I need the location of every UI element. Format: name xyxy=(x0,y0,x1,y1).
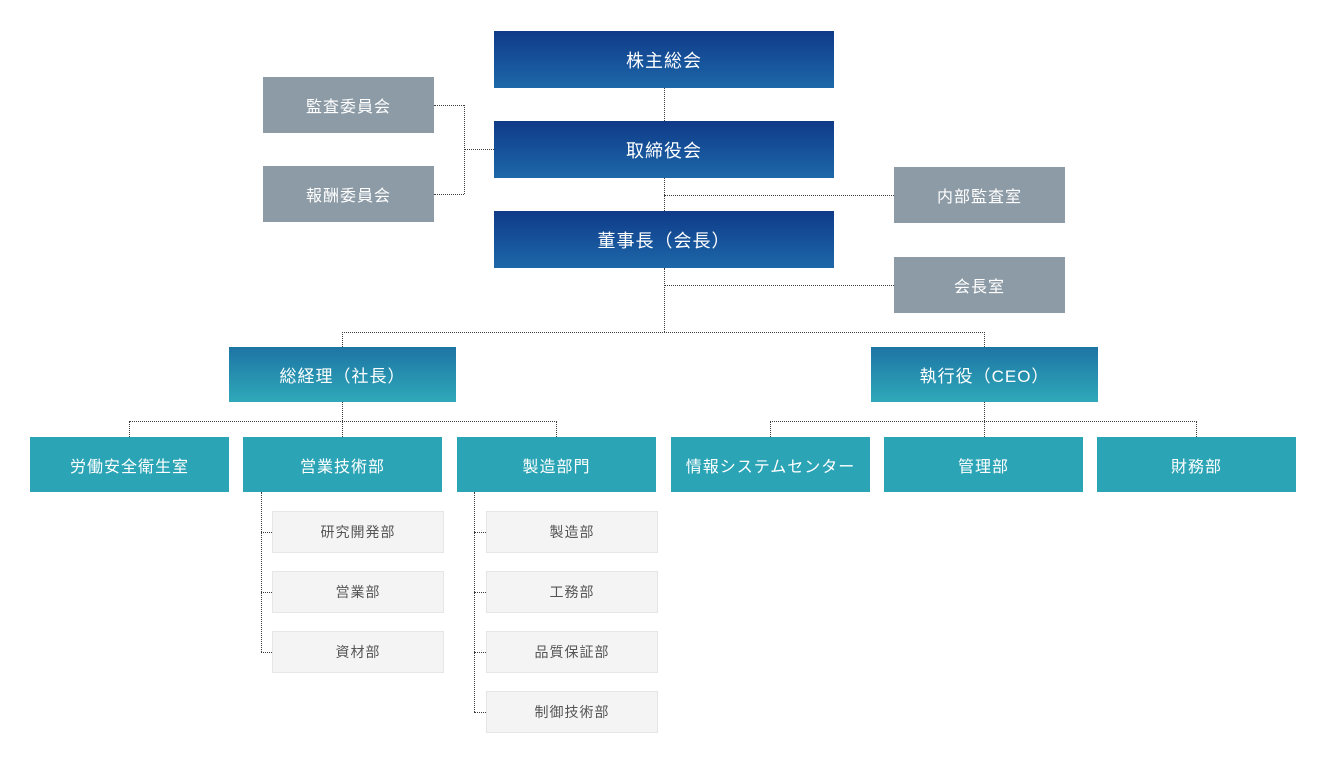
node-finance-dept: 財務部 xyxy=(1097,437,1296,492)
connector-shareholders-board xyxy=(664,88,665,121)
connector-to-info-systems xyxy=(770,421,771,437)
node-materials-dept: 資材部 xyxy=(272,631,444,673)
connector-to-safety-office xyxy=(129,421,130,437)
connector-compensation-committee-stub xyxy=(434,194,464,195)
connector-to-manufacturing-dept xyxy=(474,532,486,533)
node-safety-office: 労働安全衛生室 xyxy=(30,437,229,492)
node-president: 総経理（社長） xyxy=(229,347,456,402)
connector-chairman-down xyxy=(664,268,665,332)
node-rnd-dept: 研究開発部 xyxy=(272,511,444,553)
node-sales-dept: 営業部 xyxy=(272,571,444,613)
node-board-of-directors: 取締役会 xyxy=(494,121,834,178)
connector-audit-committee-stub xyxy=(434,105,464,106)
connector-to-quality-assurance xyxy=(474,652,486,653)
connector-to-ceo xyxy=(984,332,985,347)
node-ceo: 執行役（CEO） xyxy=(871,347,1098,402)
connector-to-admin-dept xyxy=(984,421,985,437)
node-chairman: 董事長（会長） xyxy=(494,211,834,268)
node-internal-audit-office: 内部監査室 xyxy=(894,167,1065,223)
connector-board-chairman xyxy=(664,178,665,211)
connector-to-materials xyxy=(261,652,272,653)
connector-committees-to-board xyxy=(464,149,494,150)
connector-to-finance-dept xyxy=(1196,421,1197,437)
connector-to-control-engineering xyxy=(474,712,486,713)
node-quality-assurance-dept: 品質保証部 xyxy=(486,631,658,673)
connector-chairman-office xyxy=(664,285,894,286)
connector-president-children-horizontal xyxy=(129,421,557,422)
connector-ceo-children-horizontal xyxy=(770,421,1197,422)
node-admin-dept: 管理部 xyxy=(884,437,1083,492)
node-shareholders-meeting: 株主総会 xyxy=(494,31,834,88)
node-info-systems-center: 情報システムセンター xyxy=(671,437,870,492)
node-audit-committee: 監査委員会 xyxy=(263,77,434,133)
node-engineering-works-dept: 工務部 xyxy=(486,571,658,613)
connector-to-rnd xyxy=(261,532,272,533)
node-compensation-committee: 報酬委員会 xyxy=(263,166,434,222)
connector-to-sales-engineering xyxy=(342,421,343,437)
connector-manufacturing-subtree xyxy=(474,492,475,712)
connector-to-manufacturing-division xyxy=(556,421,557,437)
connector-sales-engineering-subtree xyxy=(261,492,262,652)
connector-executives-horizontal xyxy=(342,332,985,333)
node-manufacturing-division: 製造部門 xyxy=(457,437,656,492)
node-control-engineering-dept: 制御技術部 xyxy=(486,691,658,733)
connector-to-engineering-works xyxy=(474,592,486,593)
connector-ceo-down xyxy=(984,402,985,421)
connector-president-down xyxy=(342,402,343,421)
connector-to-president xyxy=(342,332,343,347)
connector-board-internal-audit xyxy=(664,195,894,196)
node-manufacturing-dept: 製造部 xyxy=(486,511,658,553)
node-chairman-office: 会長室 xyxy=(894,257,1065,313)
connector-to-sales xyxy=(261,592,272,593)
node-sales-engineering-dept: 営業技術部 xyxy=(243,437,442,492)
